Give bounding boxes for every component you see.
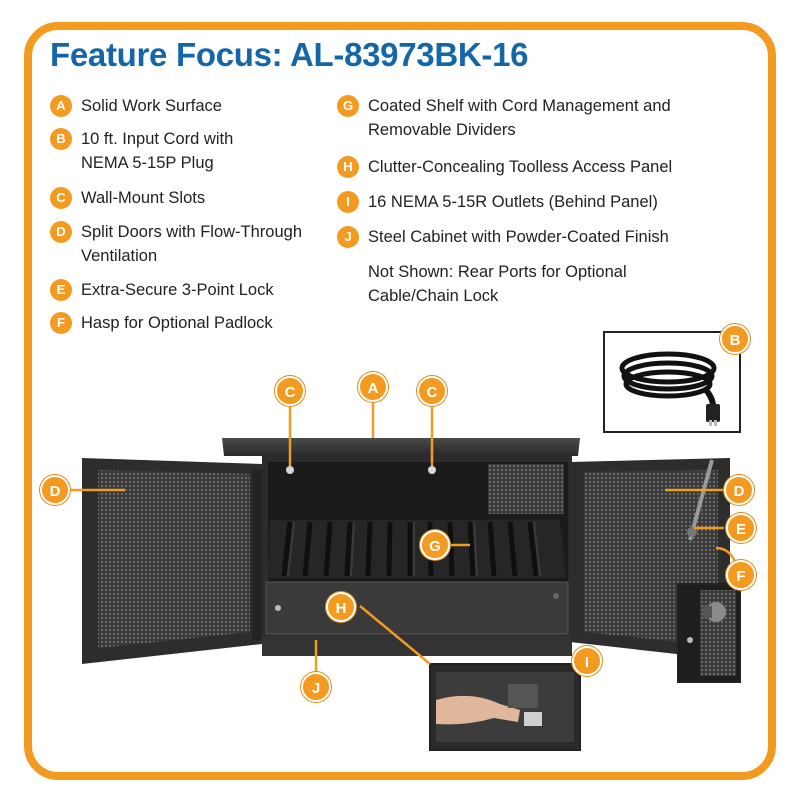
wall-mount-slot (428, 466, 436, 474)
feature-h: H Clutter-Concealing Toolless Access Pan… (337, 155, 748, 179)
feature-c: C Wall-Mount Slots (50, 186, 361, 210)
page-title: Feature Focus: AL-83973BK-16 (50, 36, 529, 73)
callout-j: J (301, 672, 331, 702)
feature-d: D Split Doors with Flow-Through Ventilat… (50, 220, 326, 268)
callout-c-right: C (417, 376, 447, 406)
feature-text: Wall-Mount Slots (81, 189, 206, 207)
feature-badge: I (337, 191, 359, 213)
feature-badge: D (50, 221, 72, 243)
note-text: Not Shown: Rear Ports for Optional Cable… (368, 263, 627, 305)
outlet-inset (429, 663, 581, 751)
feature-badge: H (337, 156, 359, 178)
callout-d-right: D (724, 475, 754, 505)
callout-d-left: D (40, 475, 70, 505)
feature-badge: J (337, 226, 359, 248)
feature-b: B 10 ft. Input Cord with NEMA 5-15P Plug (50, 127, 281, 175)
left-door (82, 458, 262, 664)
callout-g: G (420, 530, 450, 560)
feature-text: Coated Shelf with Cord Management and Re… (368, 97, 671, 139)
feature-badge: A (50, 95, 72, 117)
callout-b: B (720, 324, 750, 354)
leader-lines (70, 400, 738, 674)
coated-shelf (268, 520, 566, 578)
feature-text: Clutter-Concealing Toolless Access Panel (368, 158, 673, 176)
work-surface (222, 438, 580, 456)
feature-badge: G (337, 95, 359, 117)
callout-i: I (572, 646, 602, 676)
feature-e: E Extra-Secure 3-Point Lock (50, 278, 361, 302)
callout-f: F (726, 560, 756, 590)
hasp-inset (677, 583, 741, 683)
feature-j: J Steel Cabinet with Powder-Coated Finis… (337, 225, 748, 249)
feature-text: 16 NEMA 5-15R Outlets (Behind Panel) (368, 193, 658, 211)
callout-e: E (726, 513, 756, 543)
cord-inset (603, 331, 741, 433)
feature-f: F Hasp for Optional Padlock (50, 311, 361, 335)
feature-i: I 16 NEMA 5-15R Outlets (Behind Panel) (337, 190, 748, 214)
wall-mount-slot (286, 466, 294, 474)
feature-text: Steel Cabinet with Powder-Coated Finish (368, 228, 669, 246)
callout-h: H (326, 592, 356, 622)
feature-badge: F (50, 312, 72, 334)
feature-a: A Solid Work Surface (50, 94, 361, 118)
callout-c-left: C (275, 376, 305, 406)
access-panel (265, 581, 569, 635)
feature-badge: C (50, 187, 72, 209)
feature-text: Extra-Secure 3-Point Lock (81, 281, 274, 299)
feature-text: Split Doors with Flow-Through Ventilatio… (81, 223, 302, 265)
feature-g: G Coated Shelf with Cord Management and … (337, 94, 748, 142)
feature-text: Hasp for Optional Padlock (81, 314, 273, 332)
callout-a: A (358, 372, 388, 402)
feature-text: Solid Work Surface (81, 97, 222, 115)
not-shown-note: Not Shown: Rear Ports for Optional Cable… (368, 260, 688, 308)
feature-text: 10 ft. Input Cord with NEMA 5-15P Plug (81, 130, 234, 172)
feature-badge: B (50, 128, 72, 150)
feature-badge: E (50, 279, 72, 301)
